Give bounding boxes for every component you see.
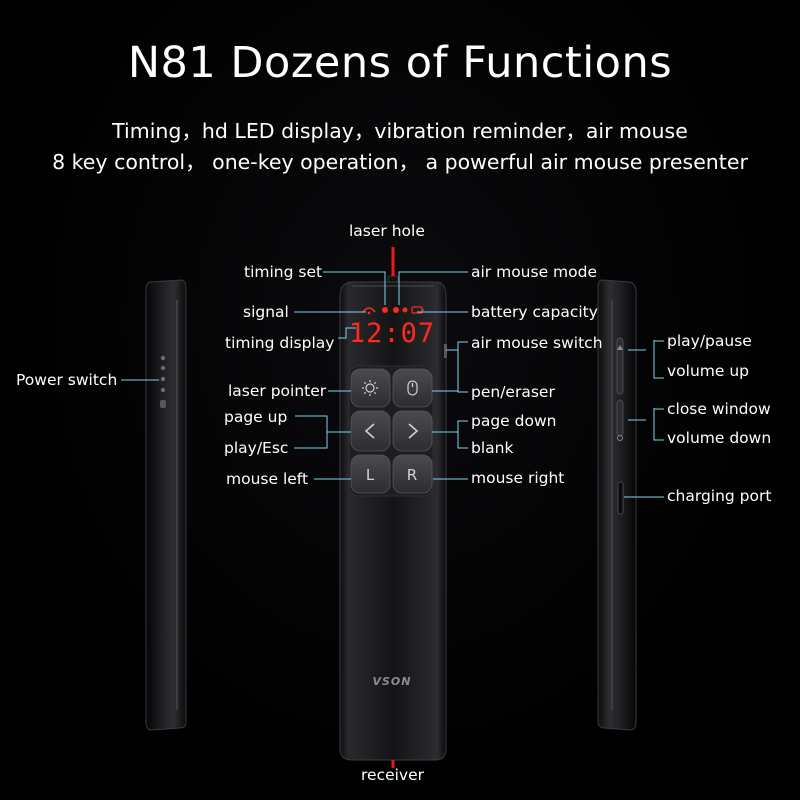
power-switch-icon xyxy=(160,355,166,408)
device-front-view: 12:07 xyxy=(339,275,447,761)
chevron-left-icon xyxy=(364,423,375,439)
device-side-view-right xyxy=(597,279,637,731)
label-play-esc: play/Esc xyxy=(224,439,289,457)
air-mouse-switch-icon xyxy=(444,344,447,358)
charging-port-icon xyxy=(617,481,624,515)
label-signal: signal xyxy=(243,303,289,321)
volume-up-button-icon xyxy=(616,337,624,395)
device-side-view-left xyxy=(145,279,187,731)
label-page-down: page down xyxy=(471,412,557,430)
mouse-icon xyxy=(407,380,418,396)
laser-pointer-button[interactable] xyxy=(350,368,391,408)
chevron-right-icon xyxy=(408,423,419,439)
pen-eraser-button[interactable] xyxy=(392,368,433,408)
brand-logo: VSON xyxy=(373,675,412,688)
led-time-display: 12:07 xyxy=(349,318,435,349)
label-laser-hole: laser hole xyxy=(349,222,425,240)
label-timing-display: timing display xyxy=(225,334,335,352)
air-mouse-mode-icon xyxy=(393,307,399,313)
label-page-up: page up xyxy=(224,408,288,426)
label-laser-pointer: laser pointer xyxy=(228,382,327,400)
subtitle-line-2: 8 key control， one-key operation， a powe… xyxy=(52,150,748,174)
volume-down-button-icon xyxy=(616,399,624,441)
leader-lines xyxy=(121,247,664,768)
label-volume-down: volume down xyxy=(667,429,772,447)
label-mouse-left: mouse left xyxy=(226,470,309,488)
label-power-switch: Power switch xyxy=(16,371,118,389)
label-air-mouse-mode: air mouse mode xyxy=(471,263,598,281)
label-close-window: close window xyxy=(667,400,771,418)
page-down-button[interactable] xyxy=(392,410,433,452)
label-air-mouse-switch: air mouse switch xyxy=(471,334,603,352)
label-mouse-right: mouse right xyxy=(471,469,565,487)
mouse-left-key-label: L xyxy=(366,466,375,484)
label-charging-port: charging port xyxy=(667,487,772,505)
sun-icon xyxy=(362,380,378,396)
label-play-pause: play/pause xyxy=(667,332,752,350)
label-blank: blank xyxy=(471,439,514,457)
page-title: N81 Dozens of Functions xyxy=(127,38,673,88)
laser-hole-icon xyxy=(387,275,399,283)
mouse-right-key-label: R xyxy=(407,466,417,484)
label-timing-set: timing set xyxy=(244,263,323,281)
status-icons xyxy=(362,306,424,315)
mouse-left-button[interactable]: L xyxy=(350,454,391,494)
subtitle-line-1: Timing，hd LED display，vibration reminder… xyxy=(112,119,688,143)
label-pen-eraser: pen/eraser xyxy=(471,383,555,401)
label-receiver: receiver xyxy=(361,766,425,784)
mouse-right-button[interactable]: R xyxy=(392,454,433,494)
signal-icon xyxy=(362,307,376,313)
label-volume-up: volume up xyxy=(667,362,750,380)
label-battery-capacity: battery capacity xyxy=(471,303,598,321)
page-up-button[interactable] xyxy=(350,410,391,452)
timing-set-icon xyxy=(382,307,388,313)
